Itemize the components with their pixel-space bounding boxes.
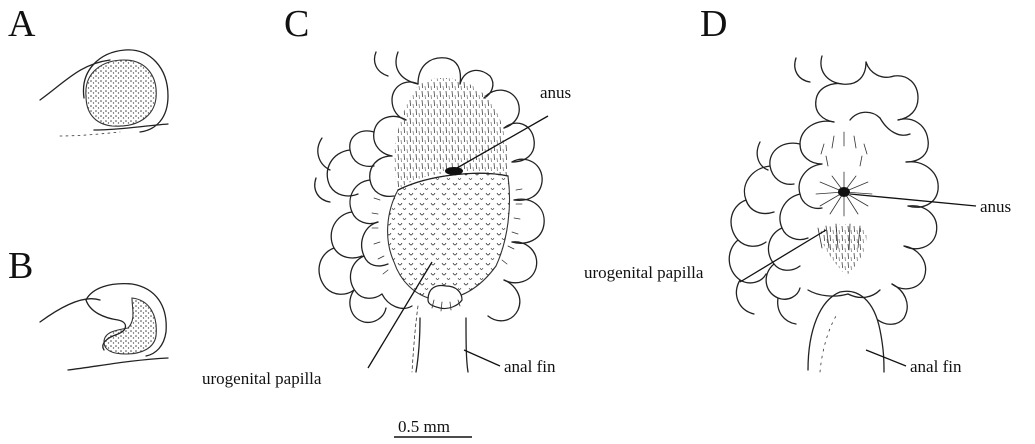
label-anal-fin-c: anal fin (504, 357, 556, 376)
panel-c: C (202, 3, 571, 388)
label-anus-c: anus (540, 83, 571, 102)
panel-b: B (8, 245, 168, 370)
leader-anus-d (850, 194, 976, 206)
scales-d (729, 56, 938, 324)
label-urogenital-papilla-d: urogenital papilla (584, 263, 704, 282)
panel-a-letter: A (8, 3, 36, 45)
labels-d: anus urogenital papilla anal fin (584, 194, 1011, 376)
leader-anal-fin-d (866, 350, 906, 366)
vent-region-d (816, 132, 872, 276)
leader-anal-fin-c (464, 350, 500, 366)
papilla-drawing-b (40, 284, 168, 370)
panel-c-letter: C (284, 3, 309, 45)
papilla-drawing-a (40, 50, 168, 136)
scale-bar: 0.5 mm (394, 417, 472, 437)
anal-fin-d (808, 291, 884, 372)
label-anus-d: anus (980, 197, 1011, 216)
label-urogenital-papilla-c: urogenital papilla (202, 369, 322, 388)
anal-fin-c (412, 306, 468, 372)
leader-urogenital-papilla-c (368, 262, 432, 368)
panel-b-letter: B (8, 245, 33, 287)
label-anal-fin-d: anal fin (910, 357, 962, 376)
labels-c: anus urogenital papilla anal fin (202, 83, 571, 388)
vent-region-c (372, 78, 522, 311)
leader-urogenital-papilla-d (740, 230, 826, 282)
panel-d-letter: D (700, 3, 727, 45)
panel-a: A (8, 3, 168, 136)
scale-bar-label: 0.5 mm (398, 417, 450, 436)
radiating-striae-d (816, 132, 872, 216)
panel-d: D (584, 3, 1011, 376)
